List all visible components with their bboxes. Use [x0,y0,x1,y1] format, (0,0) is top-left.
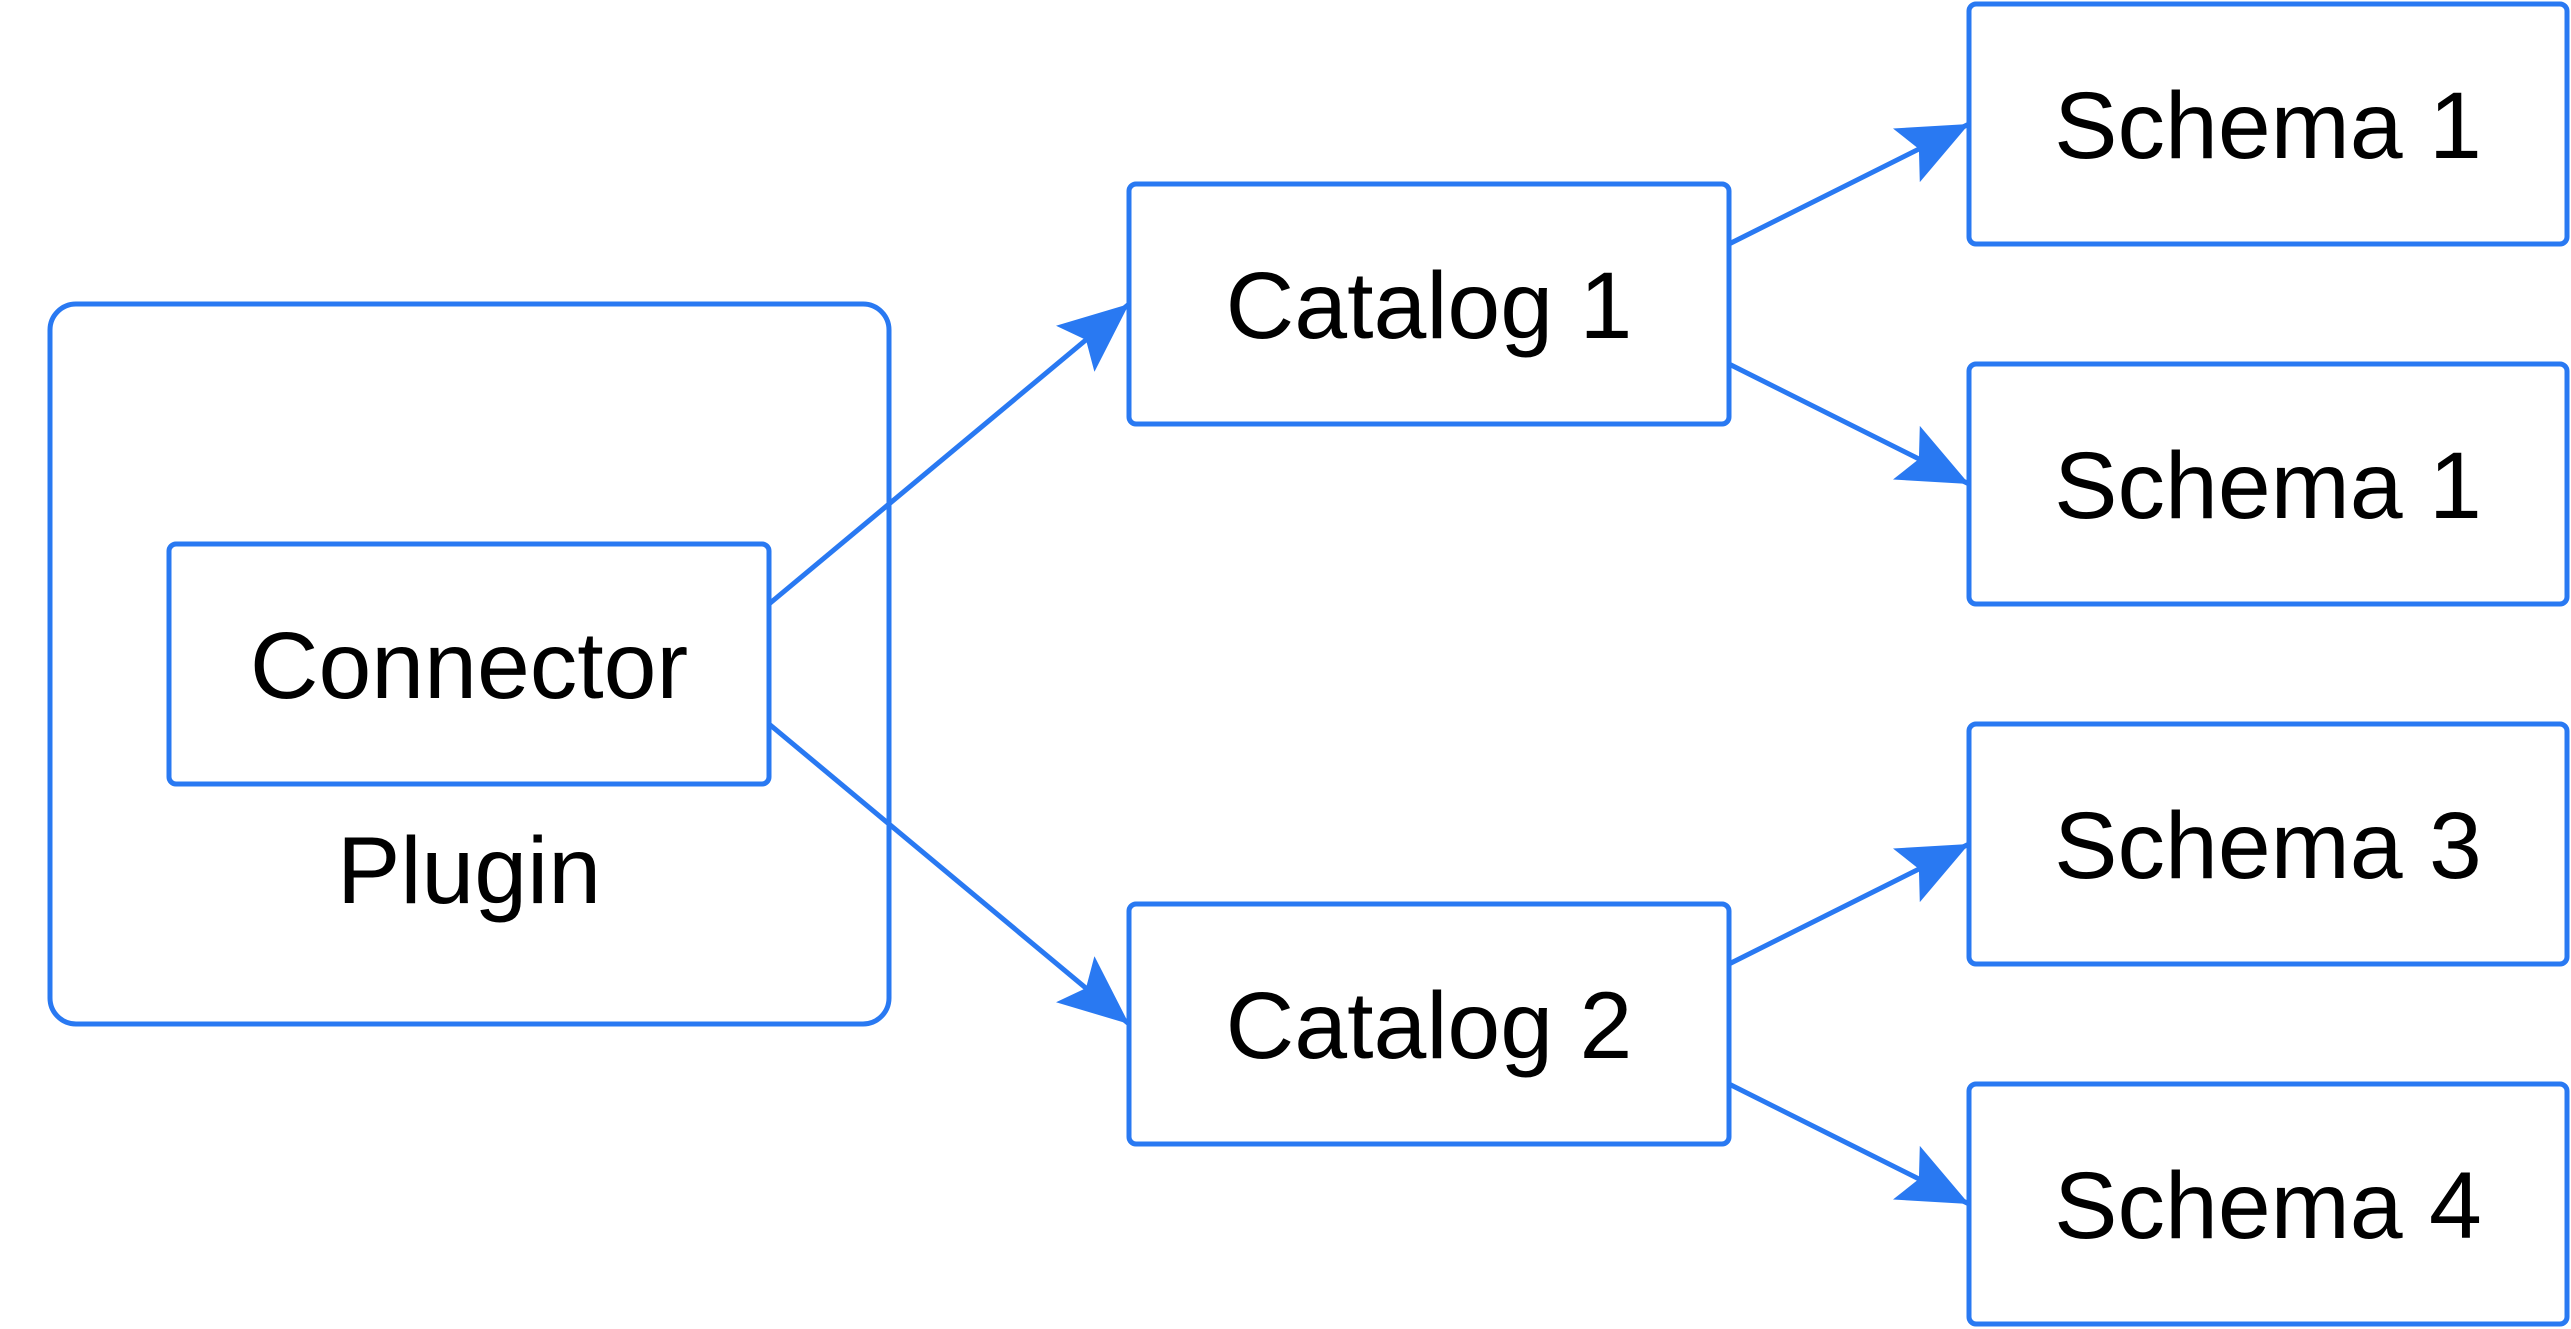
schema-label-3: Schema 3 [2054,793,2482,899]
catalog-label-1: Catalog 1 [1226,253,1633,359]
edge-catalog-2-schema-4 [1727,1081,1971,1207]
edge-connector-catalog-1 [767,302,1131,606]
edge-catalog-2-schema-3 [1727,841,1971,967]
schema-label-4: Schema 4 [2054,1153,2482,1259]
schema-node-4: Schema 4 [1966,1081,2570,1327]
plugin-label: Plugin [337,818,601,924]
edge-catalog-1-schema-2 [1727,361,1971,487]
catalog-node-1: Catalog 1 [1126,181,1732,427]
connector-label: Connector [250,613,688,719]
catalog-label-2: Catalog 2 [1226,973,1633,1079]
schema-node-1: Schema 1 [1966,1,2570,247]
connector-box [166,541,772,787]
plugin-box [47,301,892,1027]
edge-catalog-1-schema-1 [1727,121,1971,247]
schema-node-3: Schema 3 [1966,721,2570,967]
catalog-node-2: Catalog 2 [1126,901,1732,1147]
connector-node: Connector [166,541,772,787]
edges [767,121,1971,1207]
schema-label-1: Schema 1 [2054,73,2482,179]
edge-connector-catalog-2 [767,722,1131,1026]
plugin-container: Plugin [47,301,892,1027]
schema-label-2: Schema 1 [2054,433,2482,539]
schema-node-2: Schema 1 [1966,361,2570,607]
